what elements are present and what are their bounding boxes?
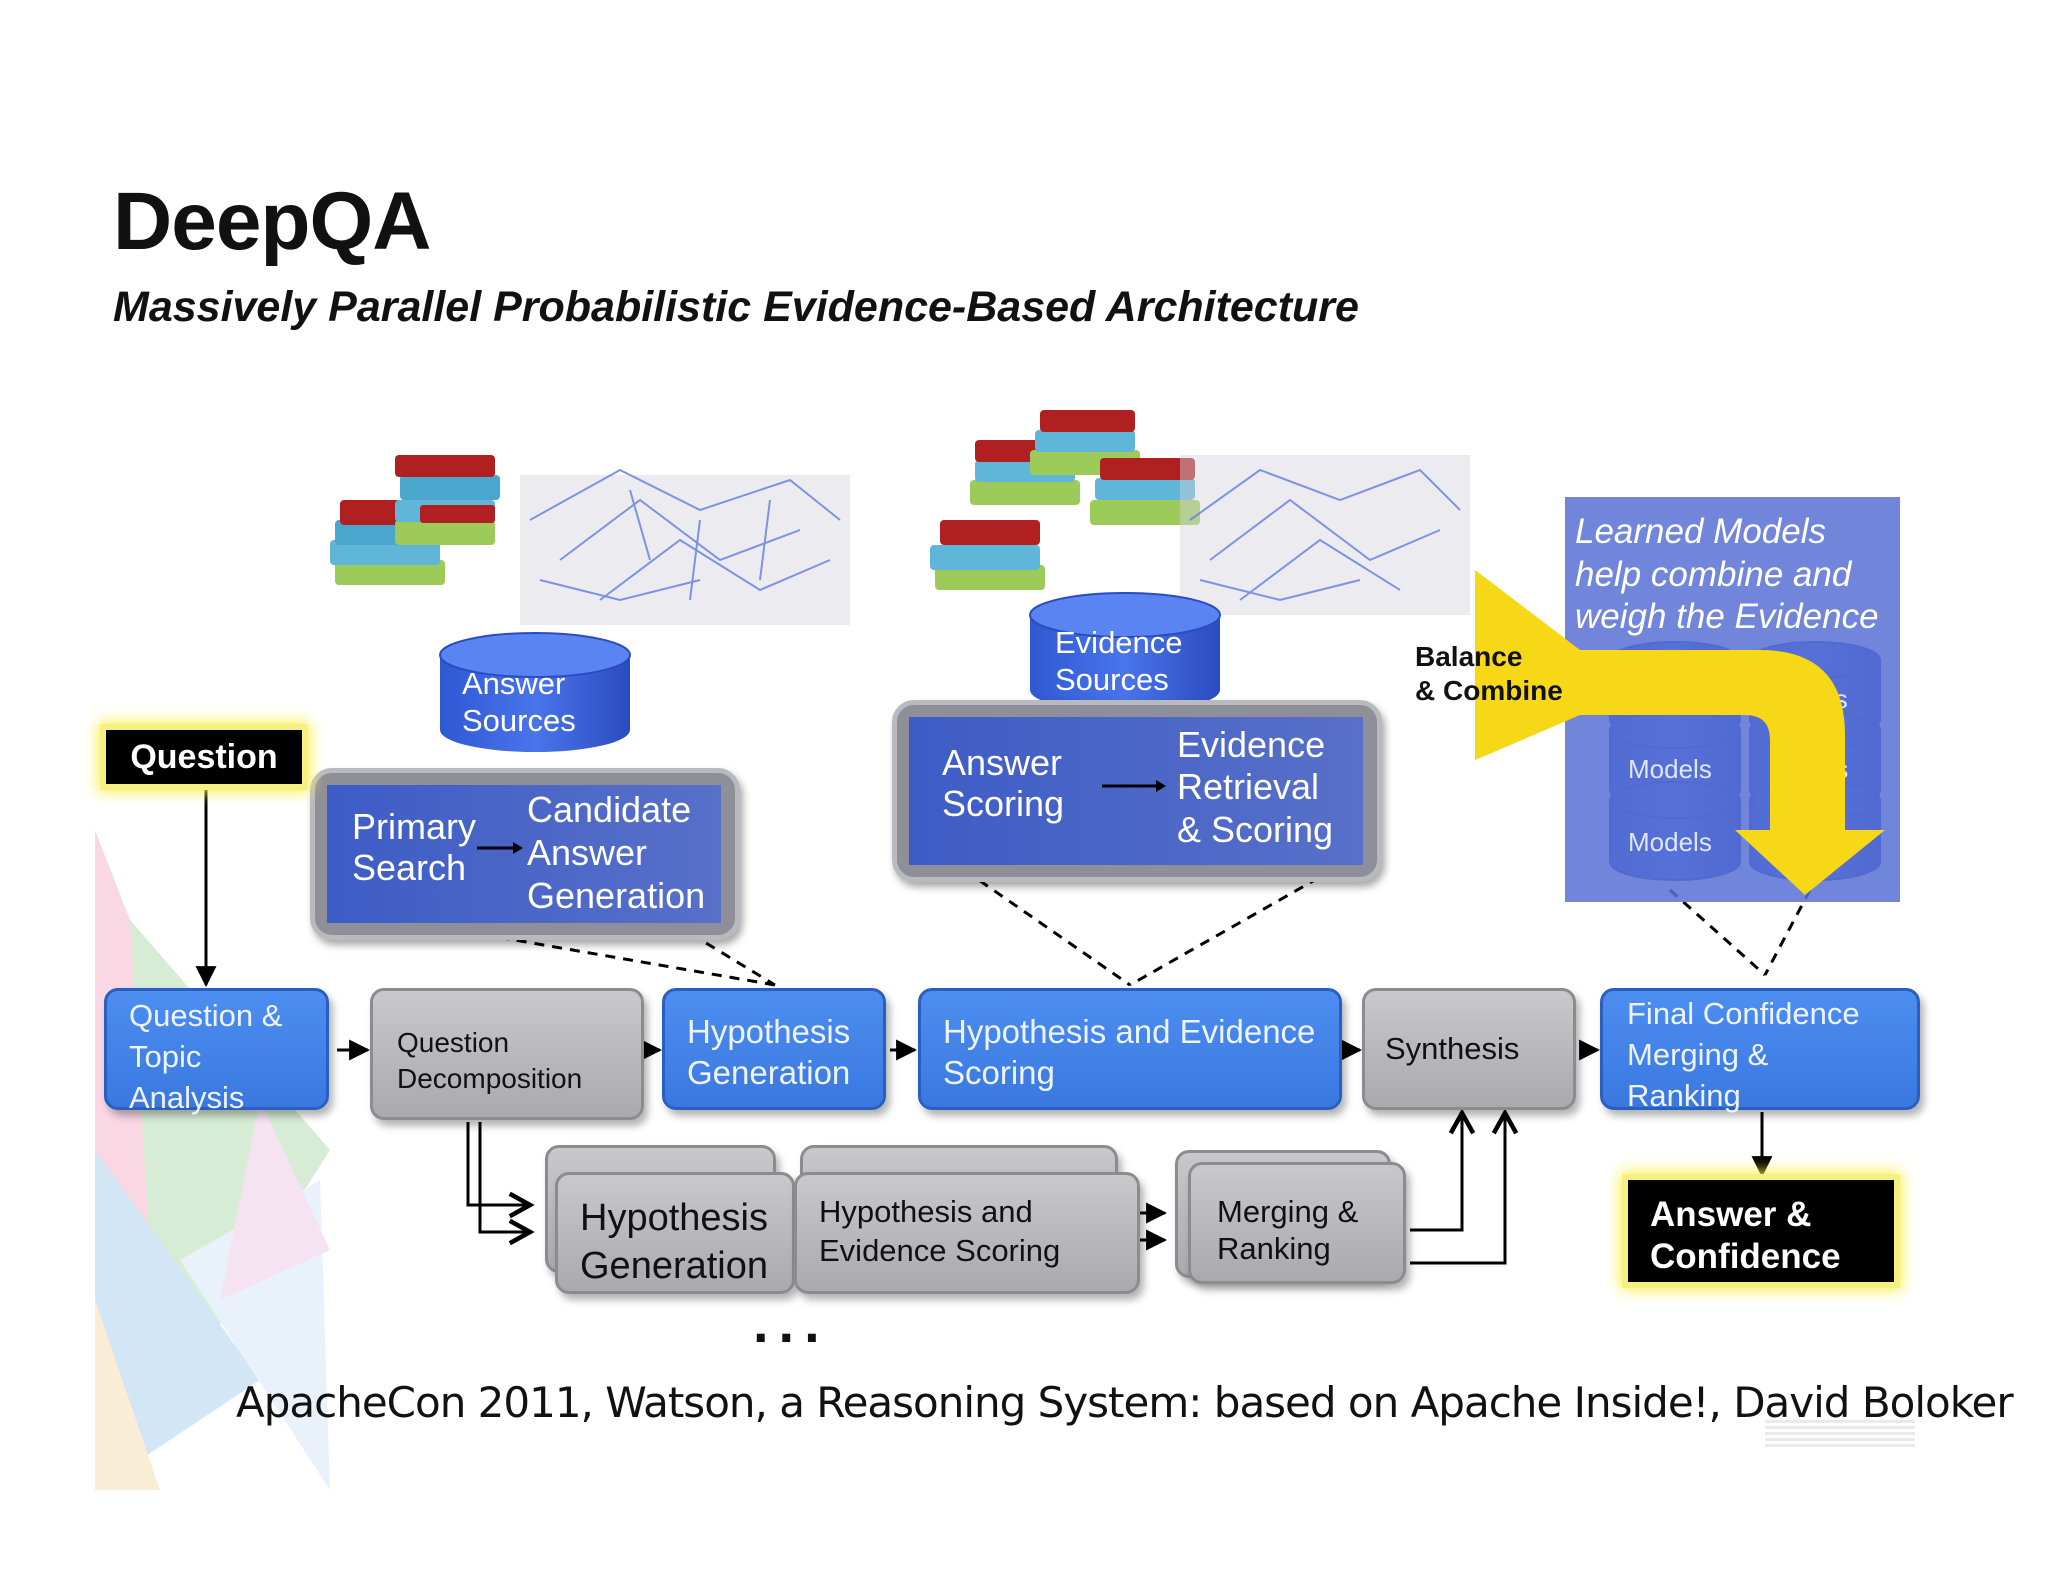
evidence-sources-label: Evidence Sources <box>1055 625 1183 697</box>
ibm-logo-icon <box>1765 1420 1915 1448</box>
evidence-scoring-panel <box>892 700 1382 882</box>
learned-models-caption: Learned Models help combine and weigh th… <box>1575 512 1879 637</box>
synthesis-box: Synthesis <box>1362 988 1576 1110</box>
question-topic-analysis-box: Question & Topic Analysis <box>104 988 329 1115</box>
decomp-arrow-2 <box>478 1122 530 1232</box>
panel-arrow-icon <box>1102 780 1166 792</box>
hypothesis-evidence-scoring-box: Hypothesis and Evidence Scoring <box>918 988 1342 1110</box>
book-stack-icon <box>930 410 1200 590</box>
answer-sources-illustration <box>330 455 850 625</box>
models-label-3: Models <box>1628 827 1712 857</box>
hypothesis-generation-box: Hypothesis Generation <box>662 988 886 1110</box>
parallel-merging-ranking-box: Merging & Ranking <box>1188 1162 1406 1284</box>
final-confidence-box: Final Confidence Merging & Ranking <box>1600 988 1920 1113</box>
page-subtitle: Massively Parallel Probabilistic Evidenc… <box>113 283 1359 331</box>
panel-arrow-icon <box>477 842 523 854</box>
book-stack-icon <box>330 455 500 585</box>
balance-combine-label: Balance & Combine <box>1415 641 1563 707</box>
parallel-evidence-scoring-box: Hypothesis and Evidence Scoring <box>794 1172 1140 1294</box>
answer-sources-cylinder <box>439 632 631 752</box>
merge-arrow-1 <box>1410 1113 1462 1232</box>
answer-confidence-box: Answer & Confidence <box>1628 1180 1894 1282</box>
decomp-arrow-1 <box>466 1122 530 1205</box>
question-box: Question <box>106 730 302 784</box>
evidence-sources-cylinder <box>1029 592 1221 712</box>
models-label-2: Models <box>1628 754 1712 784</box>
page-title: DeepQA <box>113 176 432 267</box>
parallel-hypothesis-generation-box: Hypothesis Generation <box>555 1172 795 1294</box>
answer-sources-label: Answer Sources <box>462 666 576 738</box>
footer-citation: ApacheCon 2011, Watson, a Reasoning Syst… <box>236 1378 2014 1427</box>
primary-search-label: Primary Search <box>352 806 476 889</box>
network-graph-icon <box>520 468 850 625</box>
primary-search-panel <box>310 768 740 940</box>
network-graph-icon <box>1180 455 1470 615</box>
evidence-sources-illustration <box>930 410 1470 615</box>
evidence-retrieval-label: Evidence Retrieval & Scoring <box>1177 724 1334 850</box>
merge-arrow-2 <box>1410 1113 1505 1265</box>
answer-scoring-label: Answer Scoring <box>942 742 1065 825</box>
candidate-answer-generation-label: Candidate Answer Generation <box>527 789 706 917</box>
ellipsis-text: ... <box>753 1291 830 1354</box>
question-decomposition-box: Question Decomposition <box>370 988 644 1120</box>
